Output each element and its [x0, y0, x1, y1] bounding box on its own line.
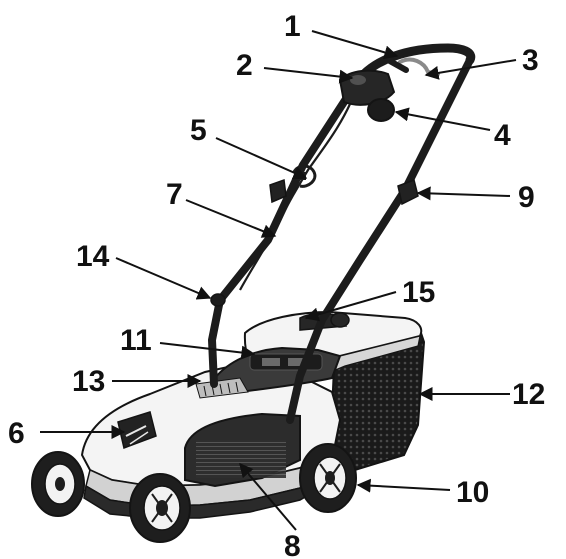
arrow-line-icon	[311, 30, 399, 60]
arrow-line-icon	[159, 342, 256, 360]
callout-6: 6	[8, 417, 25, 450]
callout-9: 9	[518, 181, 535, 214]
rear-wheel	[299, 443, 357, 513]
switch-box	[338, 69, 396, 122]
arrow-line-icon	[356, 478, 451, 493]
front-air-vents	[195, 377, 249, 399]
mower-illustration	[31, 43, 476, 543]
handle-knob-left	[269, 178, 287, 204]
callout-10: 10	[456, 476, 489, 509]
handle-knob-right	[397, 179, 419, 206]
callout-5: 5	[190, 114, 207, 147]
callout-2: 2	[236, 49, 253, 82]
callout-arrows	[40, 30, 517, 531]
callout-12: 12	[512, 378, 545, 411]
arrow-line-icon	[304, 291, 397, 322]
arrow-line-icon	[185, 199, 277, 238]
callout-13: 13	[72, 365, 105, 398]
arrow-line-icon	[239, 462, 297, 531]
collector-latch	[330, 312, 350, 328]
arrow-line-icon	[263, 67, 354, 84]
front-right-wheel	[129, 473, 191, 543]
arrow-line-icon	[115, 257, 212, 300]
arrow-line-icon	[416, 186, 511, 201]
callout-8: 8	[284, 530, 301, 559]
callout-11: 11	[120, 324, 152, 357]
callout-14: 14	[76, 240, 110, 273]
callout-3: 3	[522, 44, 539, 77]
front-left-wheel	[31, 451, 85, 517]
callout-4: 4	[494, 119, 511, 152]
arrow-line-icon	[215, 137, 308, 180]
brand-logo-icon	[117, 411, 157, 450]
power-cable	[239, 103, 351, 291]
arrow-line-icon	[424, 59, 517, 80]
callout-1: 1	[284, 10, 301, 43]
callout-labels: 1 2 3 4 5 6 7 8 9 10 11 12 13 14 15	[8, 10, 545, 559]
callout-7: 7	[166, 178, 183, 211]
lower-handle-clamp	[210, 293, 226, 307]
safety-switch-lever	[385, 57, 440, 76]
callout-15: 15	[402, 276, 435, 309]
arrow-line-icon	[394, 107, 491, 131]
